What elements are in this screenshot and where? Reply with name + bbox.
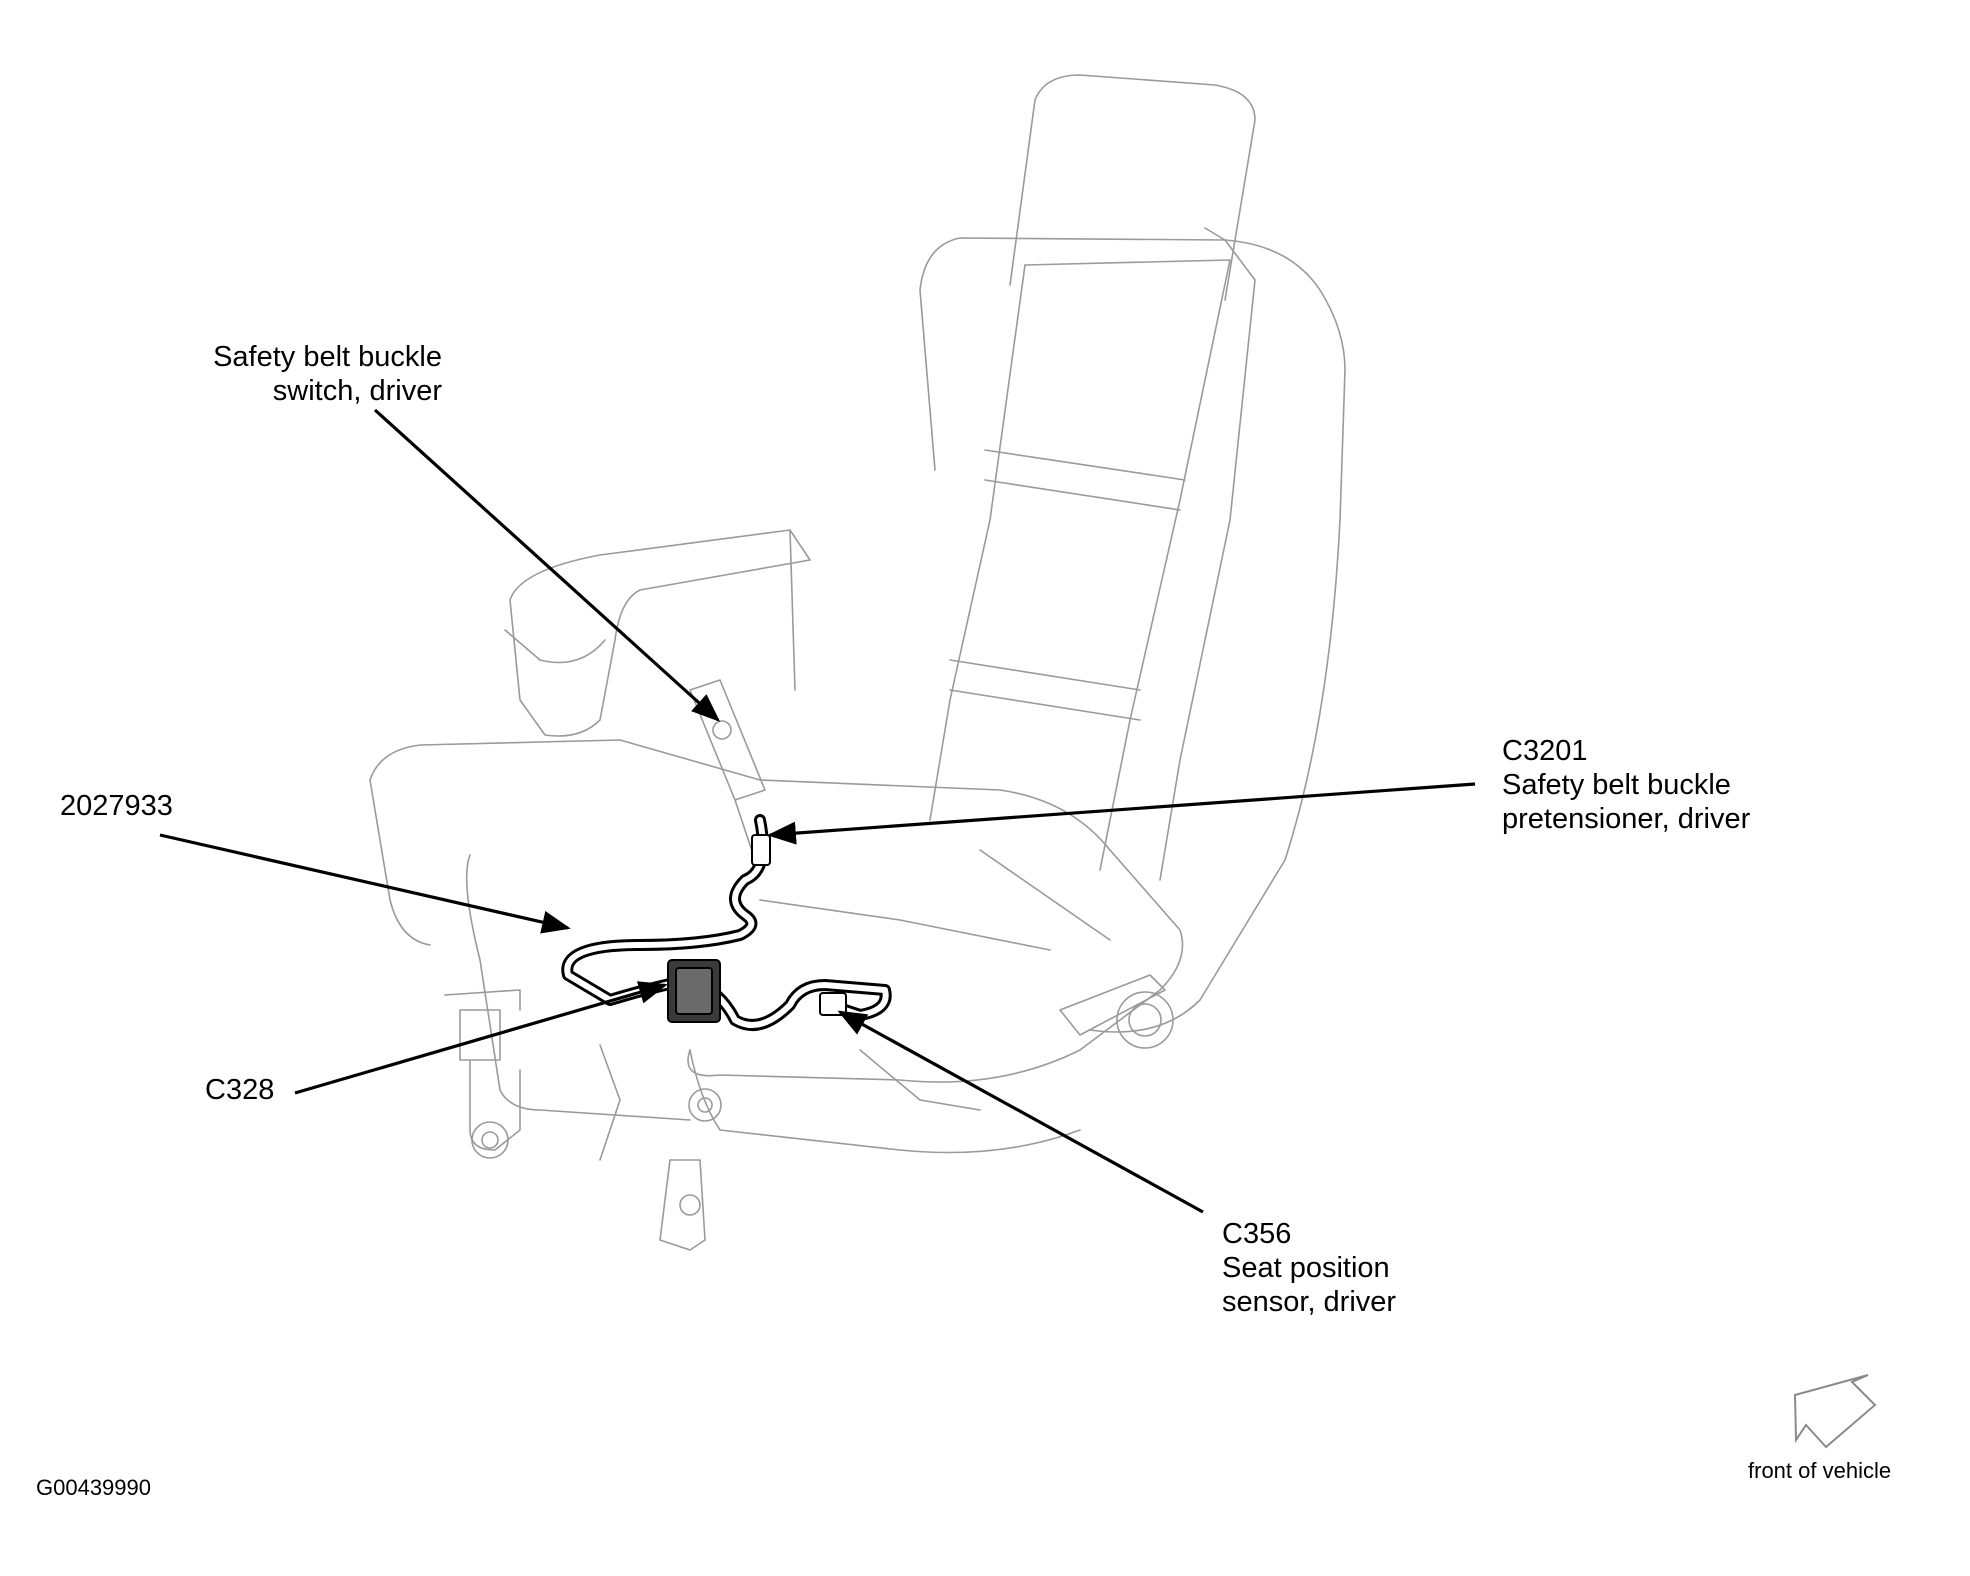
label-pretensioner: C3201 Safety belt buckle pretensioner, d… xyxy=(1502,734,1750,836)
label-harness: 2027933 xyxy=(60,789,173,823)
front-bracket xyxy=(659,1159,706,1251)
label-line: Seat position xyxy=(1222,1252,1390,1284)
label-connector-id: C356 xyxy=(1222,1218,1292,1250)
seatback-inner xyxy=(1024,259,1231,871)
leader-c328 xyxy=(294,981,668,1095)
c3201-connector xyxy=(751,834,771,866)
seat-cushion xyxy=(369,739,1184,1083)
label-seat-position: C356 Seat position sensor, driver xyxy=(1222,1217,1396,1319)
leader-pretensioner xyxy=(767,782,1476,845)
label-line: pretensioner, driver xyxy=(1502,803,1751,835)
label-c328: C328 xyxy=(205,1073,274,1107)
label-connector-id: C328 xyxy=(205,1074,275,1106)
leader-harness xyxy=(159,833,571,934)
armrest xyxy=(509,529,811,737)
connectors xyxy=(667,834,847,1023)
buckle xyxy=(689,679,766,801)
label-line: switch, driver xyxy=(272,375,442,407)
leader-seat-position xyxy=(837,1010,1204,1214)
rear-foot xyxy=(471,1121,509,1159)
label-part-number: 2027933 xyxy=(60,790,173,822)
label-line: Safety belt buckle xyxy=(1502,769,1731,801)
label-line: Safety belt buckle xyxy=(213,341,442,373)
label-buckle-switch: Safety belt buckle switch, driver xyxy=(150,340,442,408)
figure-id: G00439990 xyxy=(36,1475,151,1500)
leader-lines xyxy=(159,408,1476,1214)
seatback-outline xyxy=(919,237,1346,1033)
side-bolt xyxy=(688,1088,722,1122)
label-line: sensor, driver xyxy=(1222,1286,1397,1318)
leader-buckle-switch xyxy=(373,408,721,722)
c356-connector xyxy=(819,992,847,1016)
seat-illustration xyxy=(369,74,1346,1251)
recline-knob xyxy=(1116,991,1174,1049)
front-of-vehicle-arrow xyxy=(1793,1374,1877,1449)
front-of-vehicle-label: front of vehicle xyxy=(1748,1458,1892,1483)
wiring-harness xyxy=(561,814,892,1031)
label-connector-id: C3201 xyxy=(1502,735,1588,767)
side-trim xyxy=(1059,974,1166,1036)
headrest xyxy=(1009,74,1256,301)
